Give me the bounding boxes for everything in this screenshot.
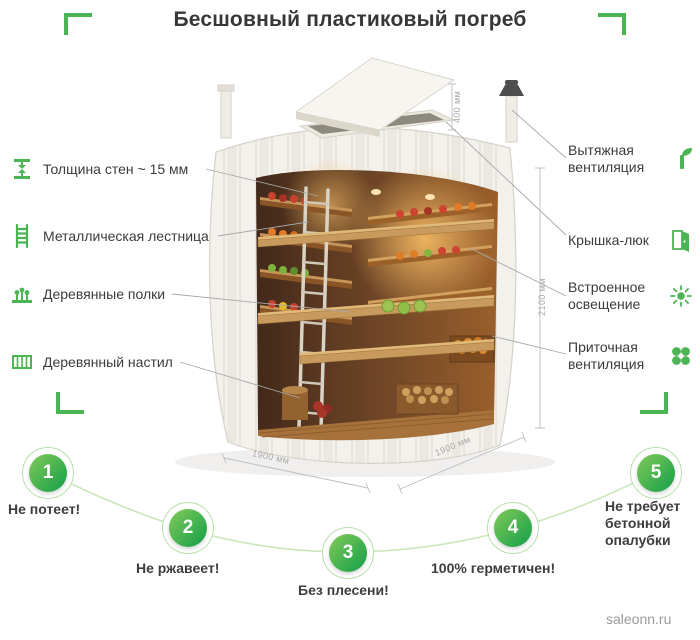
front-shelf-planks [257, 219, 495, 365]
wooden-floor [257, 410, 495, 441]
page-title: Бесшовный пластиковый погреб [173, 8, 527, 31]
frame-corner-bottom-left [56, 392, 84, 414]
frame-corner-bottom-right [640, 392, 668, 414]
feature-metal-ladder: Металлическая лестница [10, 223, 209, 249]
benefit-badge-5: 5 [630, 447, 682, 499]
feature-supply-ventilation: Приточная вентиляция [568, 339, 694, 373]
built-in-light-icon [670, 285, 692, 307]
frame-corner-top-left [64, 13, 92, 35]
cabbages [381, 299, 427, 315]
feature-exhaust-ventilation: Вытяжная вентиляция [568, 142, 694, 176]
benefit-badge-1: 1 [22, 447, 74, 499]
barrel [282, 386, 332, 420]
benefit-label-3: Без плесени! [298, 582, 389, 598]
hatch-lid-icon [672, 230, 689, 252]
wooden-floor-icon [12, 355, 32, 369]
benefit-label-2: Не ржавеет! [136, 560, 220, 576]
feature-wooden-shelves: Деревянные полки [10, 281, 165, 307]
benefit-badge-2: 2 [162, 502, 214, 554]
wall-thickness-icon [14, 159, 30, 179]
feature-wall-thickness: Толщина стен ~ 15 мм [10, 156, 188, 182]
benefit-number: 1 [29, 454, 67, 492]
benefit-number: 4 [494, 509, 532, 547]
feature-label: Вытяжная вентиляция [568, 142, 645, 175]
feature-label: Толщина стен ~ 15 мм [43, 161, 189, 177]
exhaust-ventilation-icon [680, 148, 692, 169]
feature-built-in-light: Встроенное освещение [568, 279, 694, 313]
feature-label: Деревянные полки [43, 286, 166, 302]
dimension-lines [221, 83, 545, 495]
feature-label: Крышка-люк [568, 231, 649, 248]
benefit-number: 5 [637, 454, 675, 492]
feature-hatch-lid: Крышка-люк [568, 227, 694, 253]
feature-label: Приточная вентиляция [568, 339, 645, 372]
ladder-icon [15, 223, 29, 249]
benefit-label-5: Не требует бетонной опалубки [605, 498, 681, 548]
cellar-interior [256, 157, 500, 441]
benefit-label-1: Не потеет! [8, 501, 81, 517]
frame-corner-top-right [598, 13, 626, 35]
benefit-label-4: 100% герметичен! [431, 560, 556, 576]
benefit-badge-4: 4 [487, 502, 539, 554]
benefit-badge-3: 3 [322, 527, 374, 579]
dimension-total-height: 2100 мм [536, 278, 547, 316]
watermark: saleonn.ru [606, 611, 672, 627]
wooden-shelves-icon [12, 287, 32, 303]
benefit-number: 2 [169, 509, 207, 547]
benefit-number: 3 [329, 534, 367, 572]
cellar-outline [208, 126, 517, 464]
supply-ventilation-icon [672, 347, 690, 365]
feature-label: Встроенное освещение [568, 279, 646, 312]
feature-label: Металлическая лестница [43, 228, 209, 244]
potato-crate [395, 383, 459, 415]
feature-label: Деревянный настил [43, 354, 173, 370]
vent-pipes [217, 80, 524, 143]
feature-wooden-floor: Деревянный настил [10, 349, 173, 375]
hatch-lid [294, 57, 456, 139]
dimension-lid-height: 400 мм [452, 90, 463, 124]
vegetables-right [396, 202, 476, 260]
leader-lines [171, 109, 567, 399]
